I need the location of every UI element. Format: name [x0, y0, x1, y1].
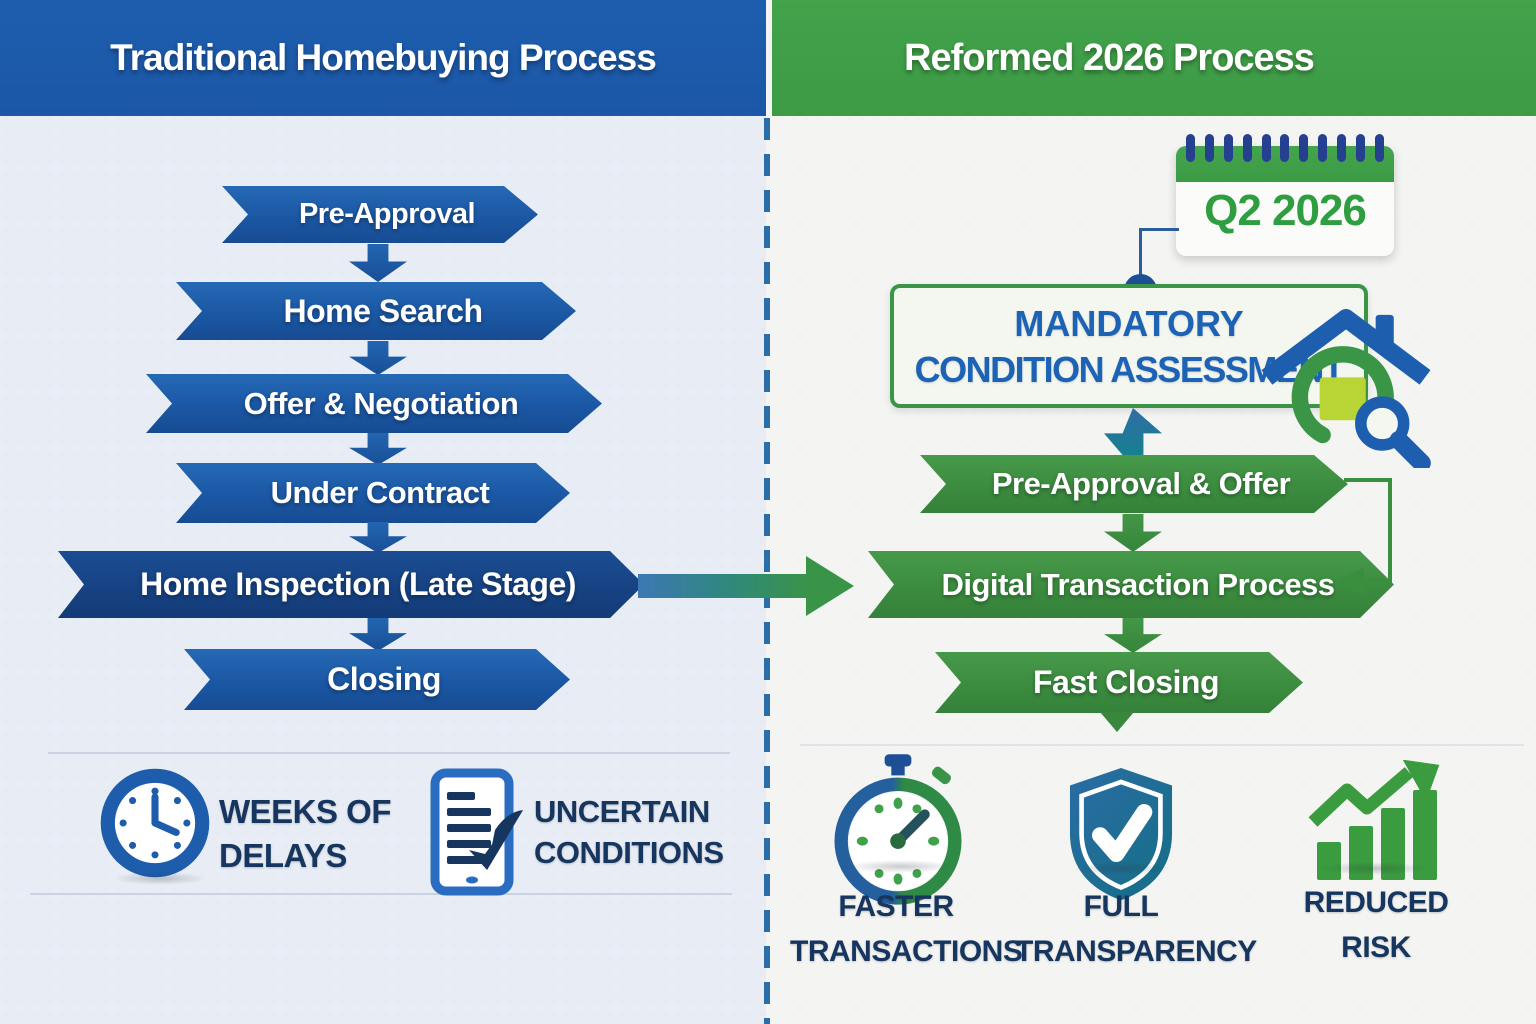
flow-step-under-contract: Under Contract	[176, 463, 570, 523]
loop-connector-line	[1344, 478, 1392, 482]
down-arrow-tip-icon	[1100, 712, 1134, 732]
weeks-of-delays-label: WEEKS OF DELAYS	[219, 793, 392, 874]
left-section-divider	[30, 893, 732, 895]
assessment-box	[890, 284, 1368, 408]
growth-chart-icon	[1308, 760, 1440, 880]
transition-arrow-icon	[638, 574, 810, 598]
loop-connector-line	[1388, 478, 1392, 583]
calendar-connector-line	[1139, 228, 1142, 282]
calendar-quarter-label: Q2 2026	[1204, 186, 1367, 235]
stopwatch-icon	[834, 754, 962, 905]
transition-arrowhead-icon	[806, 556, 854, 616]
center-dashed-divider	[764, 118, 770, 1024]
left-section-divider	[48, 752, 730, 754]
faster-transactions-label: FASTER TRANSACTIONS	[790, 890, 1023, 968]
uncertain-conditions-label: UNCERTAIN CONDITIONS	[534, 794, 724, 870]
flow-step-fast-closing: Fast Closing	[935, 652, 1303, 713]
calendar-binding-rings-icon	[1186, 134, 1384, 162]
clock-icon	[100, 768, 210, 878]
flow-step-pre-approval: Pre-Approval	[222, 186, 538, 243]
shield-check-icon	[1069, 768, 1173, 901]
flow-step-home-inspection: Home Inspection (Late Stage)	[58, 551, 644, 618]
full-transparency-label: FULL TRANSPARENCY	[1015, 890, 1257, 968]
assessment-line-1: MANDATORY	[1014, 303, 1244, 344]
icon-shadow	[845, 860, 957, 873]
icon-shadow	[1072, 862, 1172, 875]
loop-connector-line	[1362, 579, 1392, 583]
flow-step-home-search: Home Search	[176, 282, 576, 340]
icon-shadow	[112, 872, 208, 885]
calendar-connector-line	[1139, 228, 1179, 231]
left-header-title: Traditional Homebuying Process	[0, 0, 766, 116]
flow-step-pre-approval-offer: Pre-Approval & Offer	[920, 455, 1348, 513]
right-header-title: Reformed 2026 Process	[772, 0, 1536, 116]
icon-shadow	[1318, 862, 1430, 875]
right-section-divider	[800, 744, 1524, 746]
flow-step-closing: Closing	[184, 649, 570, 710]
loop-connector-arrowhead-icon	[1336, 567, 1364, 595]
flow-step-offer-negotiation: Offer & Negotiation	[146, 374, 602, 433]
document-check-icon	[430, 768, 523, 896]
reduced-risk-label: REDUCED RISK	[1303, 886, 1449, 964]
flow-step-digital-transaction: Digital Transaction Process	[868, 551, 1394, 618]
house-inspection-icon	[1261, 309, 1431, 468]
